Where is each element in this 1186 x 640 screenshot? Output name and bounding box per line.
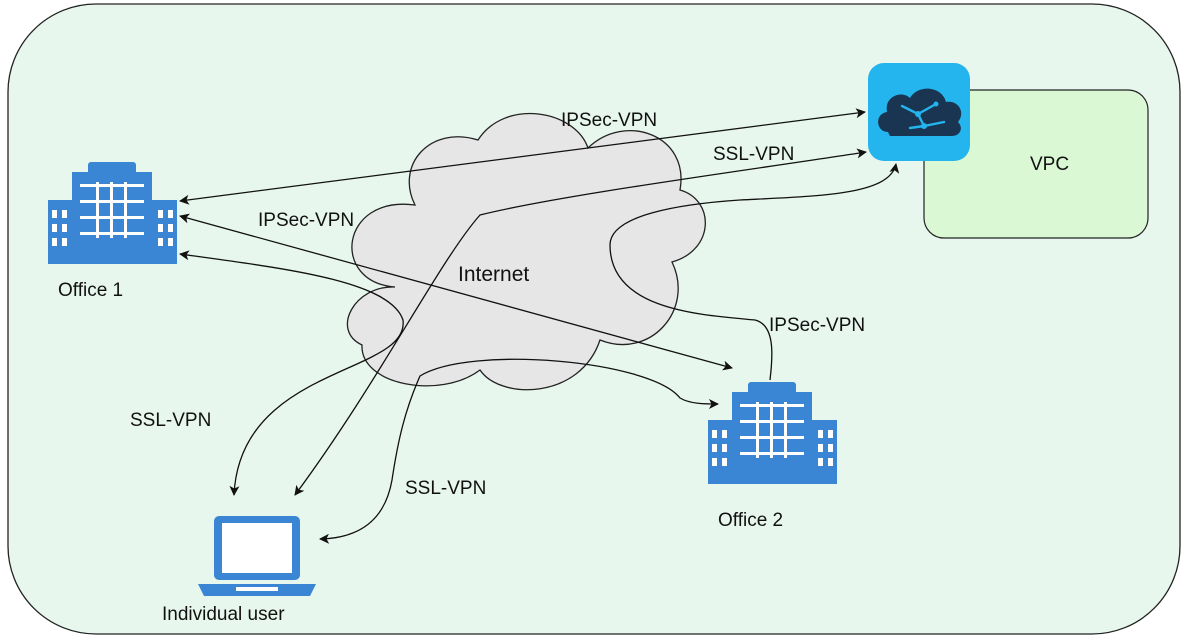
edge-label-user-office2: SSL-VPN xyxy=(405,478,486,499)
vpc-box xyxy=(923,89,1149,239)
internet-label: Internet xyxy=(458,263,529,286)
edge-vpc-office2 xyxy=(609,163,900,381)
office1-label: Office 1 xyxy=(58,280,123,301)
office2-label: Office 2 xyxy=(718,510,783,531)
edge-label-office1-vpc: IPSec-VPN xyxy=(561,110,657,131)
edge-user-office2 xyxy=(319,358,719,544)
office-building-icon[interactable] xyxy=(48,162,177,264)
vpn-gateway-cloud-icon[interactable] xyxy=(868,63,970,161)
edge-label-vpc-office2: IPSec-VPN xyxy=(769,315,865,336)
edge-label-office1-user: SSL-VPN xyxy=(130,410,211,431)
laptop-icon[interactable] xyxy=(198,516,316,596)
edge-office1-office2 xyxy=(179,213,733,371)
edge-label-office1-office2: IPSec-VPN xyxy=(258,210,354,231)
edge-office1-user xyxy=(179,250,404,496)
edge-label-user-vpc: SSL-VPN xyxy=(713,144,794,165)
user-label: Individual user xyxy=(162,604,285,625)
vpc-label: VPC xyxy=(1030,154,1069,175)
